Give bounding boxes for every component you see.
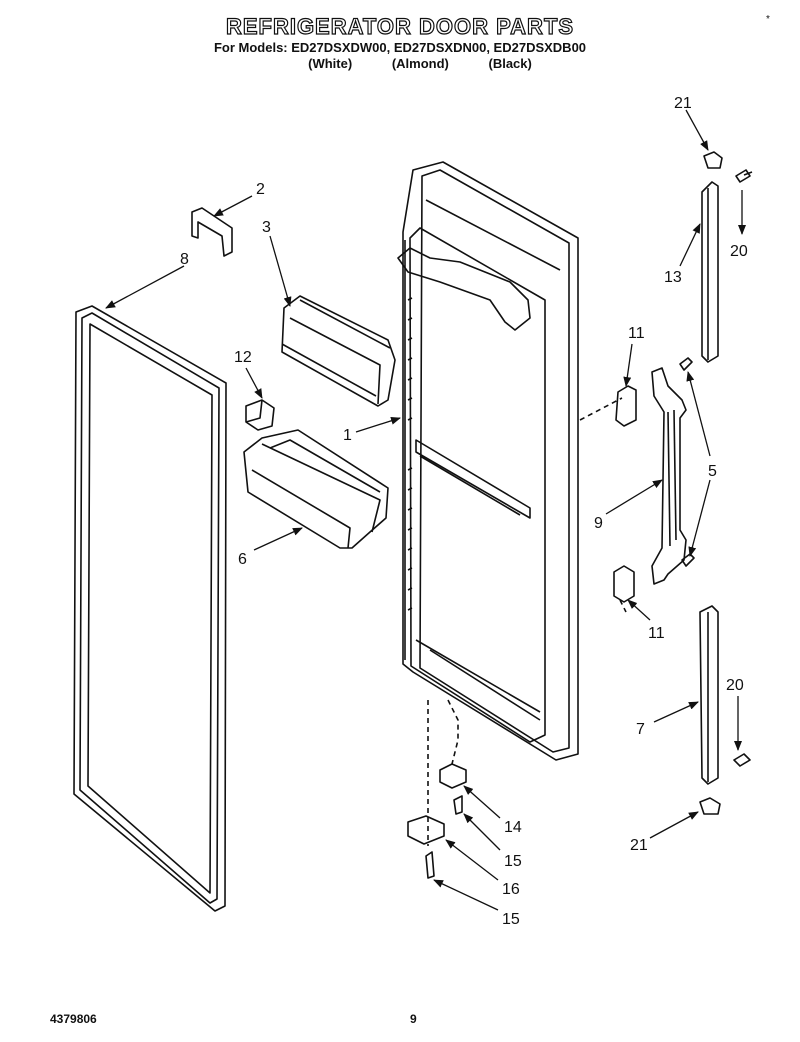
color-list: (White) (Almond) (Black) [40, 56, 800, 72]
page-title: REFRIGERATOR DOOR PARTS [225, 13, 575, 39]
callout-2: 2 [256, 181, 265, 198]
callout-6: 6 [238, 551, 247, 568]
leader-2 [213, 195, 253, 217]
leader-8 [105, 265, 185, 309]
leader-14 [463, 785, 501, 819]
callout-14: 14 [504, 819, 522, 836]
callout-11-top: 11 [628, 325, 645, 342]
door-liner-part [397, 161, 579, 761]
screw-bottom [733, 753, 751, 767]
callout-15-top: 15 [504, 853, 522, 870]
leader-12 [245, 367, 263, 399]
end-cap-top [703, 151, 723, 169]
callout-12: 12 [234, 349, 252, 366]
clip-part-12 [245, 399, 275, 431]
handle-part [651, 367, 687, 585]
spacer-top [615, 385, 637, 427]
leader-9 [605, 479, 663, 515]
asterisk-mark: * [766, 14, 770, 25]
door-gasket-part [73, 305, 227, 912]
screw-hinge-top [453, 795, 463, 815]
screw-handle-top [679, 357, 693, 371]
callout-5: 5 [708, 463, 717, 480]
callout-16: 16 [502, 881, 520, 898]
dairy-door-part [281, 295, 396, 407]
callout-21-top: 21 [674, 95, 692, 112]
callout-20-bottom: 20 [726, 677, 744, 694]
model-list: For Models: ED27DSXDW00, ED27DSXDN00, ED… [213, 40, 587, 55]
leader-5-top [686, 371, 711, 457]
callout-3: 3 [262, 219, 271, 236]
callout-7: 7 [636, 721, 645, 738]
hinge-bushing-part [439, 763, 467, 789]
end-cap-bottom [699, 797, 721, 815]
callout-8: 8 [180, 251, 189, 268]
color-almond: (Almond) [391, 56, 449, 71]
document-number: 4379806 [50, 1012, 97, 1026]
callout-20-top: 20 [730, 243, 748, 260]
leader-3 [269, 235, 292, 307]
leader-6 [253, 527, 303, 551]
bracket-part-2 [191, 207, 233, 257]
door-bin-part [243, 429, 389, 549]
screw-top [735, 169, 753, 183]
trim-strip-bottom [699, 605, 719, 785]
leader-1 [355, 416, 401, 433]
callout-15-bottom: 15 [502, 911, 520, 928]
callout-11-bottom: 11 [648, 625, 665, 642]
color-white: (White) [308, 56, 353, 71]
leader-11-bottom [627, 599, 651, 621]
hinge-block-part [407, 815, 445, 845]
leader-5-bottom [688, 479, 711, 557]
color-black: (Black) [488, 56, 532, 71]
spacer-bottom [613, 565, 635, 603]
callout-21-bottom: 21 [630, 837, 648, 854]
callout-9: 9 [594, 515, 603, 532]
callout-1: 1 [343, 427, 352, 444]
leader-16 [445, 839, 499, 881]
screw-hinge-bottom [425, 851, 435, 879]
screw-handle-bottom [681, 553, 695, 567]
diagram-header: REFRIGERATOR DOOR PARTS For Models: ED27… [0, 13, 800, 72]
leader-15-top [463, 813, 501, 851]
trim-strip-top [701, 181, 719, 363]
leader-13 [679, 223, 701, 267]
leader-11-top [623, 343, 633, 387]
page-number: 9 [410, 1012, 417, 1026]
leader-21-bottom [649, 811, 699, 839]
leader-7 [653, 701, 699, 723]
callout-13: 13 [664, 269, 682, 286]
leader-15-bottom [433, 879, 499, 911]
leader-21-top [685, 109, 709, 151]
